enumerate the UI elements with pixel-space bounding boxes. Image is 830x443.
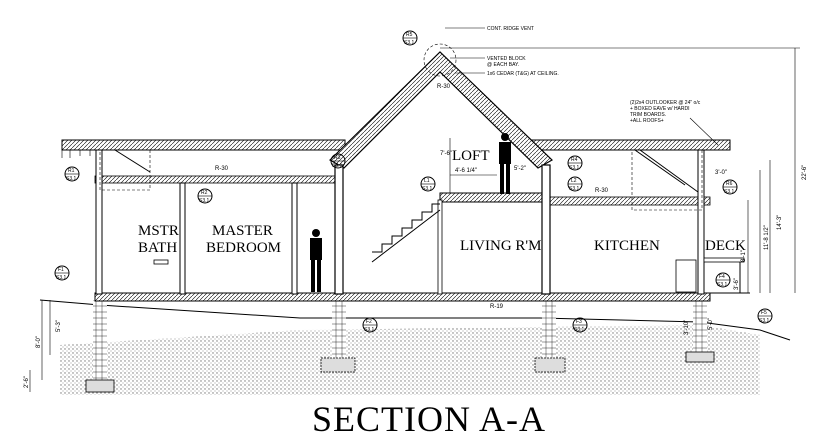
foundation-left	[85, 300, 115, 393]
tag-r5: R5	[406, 32, 413, 38]
room-bath-label: BATH	[138, 240, 177, 256]
walls	[95, 149, 705, 295]
left-roof	[61, 139, 346, 151]
svg-text:S3.1: S3.1	[199, 198, 210, 204]
dim-right-found-2: 5'-0"	[708, 318, 714, 330]
dim-ridge: R-30	[437, 84, 451, 90]
tag-l1: L1	[424, 178, 430, 184]
note-ridge-vent: CONT. RIDGE VENT	[487, 26, 534, 32]
svg-text:S3.1: S3.1	[569, 165, 580, 171]
gable-roof	[329, 51, 553, 169]
detail-tags: R5 S3.1 R1 S3.1 R2 S3.1 R3 S3.1 L1 S3.1 …	[54, 30, 773, 333]
room-bedroom-label: BEDROOM	[206, 240, 281, 256]
left-ceiling	[94, 175, 336, 184]
room-mstr-label: MSTR	[138, 223, 179, 239]
dim-loft-width: 4'-6 1/4"	[455, 168, 477, 174]
dim-floor: R-19	[490, 304, 504, 310]
tag-f1: F1	[58, 267, 64, 273]
note-cedar: 1x6 CEDAR (T&G) AT CEILING.	[487, 71, 559, 77]
tag-l2: L2	[571, 178, 577, 184]
note-outlooker-2: + BOXED EAVE w/ HARDI	[630, 106, 690, 112]
dim-upper-height: 14'-3"	[777, 215, 783, 230]
svg-text:S3.1: S3.1	[66, 176, 77, 182]
tag-r2: R2	[201, 190, 208, 196]
note-outlooker-4: +ALL ROOFS+	[630, 118, 664, 124]
dim-eave: 3'-0"	[715, 170, 727, 176]
dim-right-found-1: 3'-10"	[684, 320, 690, 335]
svg-text:S3.1: S3.1	[56, 275, 67, 281]
svg-text:S3.1: S3.1	[364, 327, 375, 333]
svg-text:S3.1: S3.1	[759, 318, 770, 324]
room-deck-label: DECK	[705, 238, 746, 254]
dim-mid-height: 11'-8 1/2"	[764, 225, 770, 250]
tag-r3: R3	[334, 155, 341, 161]
note-outlooker-3: TRIM BOARDS.	[630, 112, 666, 118]
note-vented-block-1: VENTED BLOCK	[487, 56, 526, 62]
tag-r4: R4	[571, 157, 578, 163]
ground-hatch	[60, 325, 760, 395]
foundation-mid	[534, 300, 566, 373]
stair	[371, 203, 441, 263]
room-loft-label: LOFT	[452, 148, 490, 164]
dimension-lines-right	[440, 47, 800, 293]
dim-left-found-1: 5'-3"	[56, 320, 62, 332]
svg-text:S3.1: S3.1	[574, 327, 585, 333]
dim-ceiling-left: R-30	[215, 166, 229, 172]
room-living-label: LIVING R'M	[460, 238, 541, 254]
dim-deck-rail: 3'-6"	[734, 278, 740, 290]
room-master-label: MASTER	[212, 223, 273, 239]
person-figure-bedroom	[310, 229, 322, 292]
tag-f4: F4	[719, 274, 725, 280]
annotation-notes: CONT. RIDGE VENT VENTED BLOCK @ EACH BAY…	[445, 26, 719, 146]
foundation-right	[685, 300, 715, 363]
dim-loft-height: 7'-6"	[440, 151, 452, 157]
room-kitchen-label: KITCHEN	[594, 238, 660, 254]
sink-fixture	[153, 259, 169, 265]
tag-f2: F2	[366, 319, 372, 325]
foundation-center	[320, 300, 356, 373]
tag-r6: R6	[726, 181, 733, 187]
tag-r1: R1	[68, 168, 75, 174]
dim-left-found-2: 8'-0"	[36, 336, 42, 348]
right-ceiling	[549, 196, 711, 206]
svg-text:S3.1: S3.1	[724, 189, 735, 195]
tag-sheet-1: S3.1	[404, 40, 415, 46]
main-floor	[94, 292, 711, 302]
note-vented-block-2: @ EACH BAY.	[487, 62, 519, 68]
dimension-text: 7'-6" 4'-6 1/4" 5'-2" R-30 R-30 R-30 R-1…	[24, 84, 808, 388]
counter-fixture	[675, 259, 697, 293]
dim-overall-height: 22'-6"	[802, 165, 808, 180]
svg-text:S3.1: S3.1	[332, 163, 343, 169]
svg-text:S3.1: S3.1	[422, 186, 433, 192]
dimension-lines-left	[29, 300, 51, 392]
person-figure-loft	[499, 133, 511, 194]
svg-text:S3.1: S3.1	[717, 282, 728, 288]
loft-floor	[439, 192, 551, 203]
drawing-title: SECTION A-A	[312, 399, 546, 439]
dim-plate-height: 8'-1"	[741, 250, 747, 262]
svg-text:S3.1: S3.1	[569, 186, 580, 192]
dim-left-footing: 2'-6"	[24, 376, 30, 388]
dim-loft-rail: 5'-2"	[514, 166, 526, 172]
dim-ceiling-right: R-30	[595, 188, 609, 194]
tag-f3: F3	[576, 319, 582, 325]
note-outlooker-1: (2)2x4 OUTLOOKER @ 24" o/c	[630, 100, 701, 106]
tag-f5: F5	[761, 310, 767, 316]
right-roof	[519, 139, 731, 151]
deck-rail	[703, 257, 745, 263]
